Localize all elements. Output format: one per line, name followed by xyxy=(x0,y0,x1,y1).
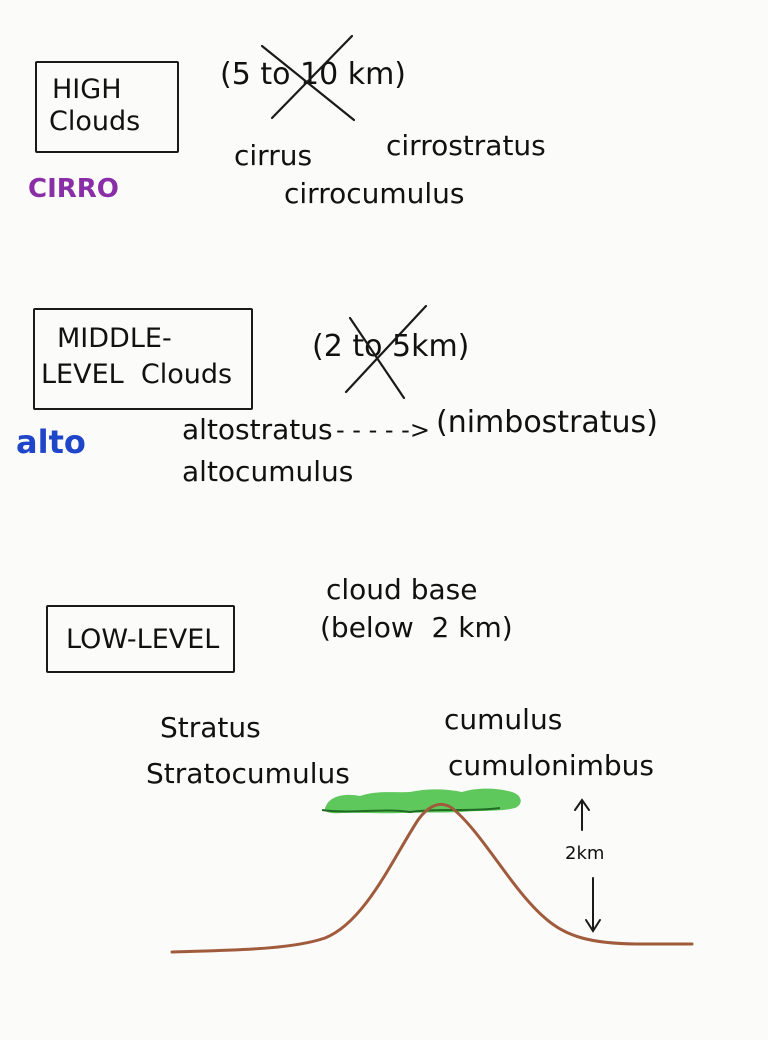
cloud-base-band xyxy=(321,788,521,814)
middle-range-cross xyxy=(344,304,428,400)
middle-clouds-label-line2: LEVEL Clouds xyxy=(41,359,233,390)
cloud-type-cirrus: cirrus xyxy=(234,139,313,172)
low-level-box: LOW-LEVEL xyxy=(46,605,235,673)
cloud-type-cirrocumulus: cirrocumulus xyxy=(284,177,465,210)
high-clouds-label-line2: Clouds xyxy=(49,106,141,137)
cirro-prefix: CIRRO xyxy=(28,174,119,204)
height-label: 2km xyxy=(565,843,605,864)
cloud-type-nimbostratus: (nimbostratus) xyxy=(436,405,658,440)
high-clouds-label-line1: HIGH xyxy=(52,74,122,105)
high-range-cross xyxy=(260,34,356,122)
height-arrow-down xyxy=(585,877,601,933)
low-level-label: LOW-LEVEL xyxy=(66,624,220,655)
middle-clouds-label-line1: MIDDLE- xyxy=(57,323,172,354)
high-clouds-box: HIGH Clouds xyxy=(35,61,179,153)
alto-prefix: alto xyxy=(16,423,86,461)
middle-clouds-range: (2 to 5km) xyxy=(312,329,470,364)
middle-clouds-box: MIDDLE- LEVEL Clouds xyxy=(33,308,253,410)
arrow-to-nimbostratus: - - - - -> xyxy=(336,416,430,444)
cloud-type-cumulonimbus: cumulonimbus xyxy=(448,749,654,782)
cloud-type-stratocumulus: Stratocumulus xyxy=(146,757,350,790)
cloud-type-altostratus: altostratus xyxy=(182,413,333,446)
cloud-type-stratus: Stratus xyxy=(160,711,261,744)
mountain-outline xyxy=(170,803,694,954)
cloud-base-note-line1: cloud base xyxy=(326,573,478,606)
cloud-type-cumulus: cumulus xyxy=(444,703,563,736)
cloud-type-cirrostratus: cirrostratus xyxy=(386,129,546,162)
height-arrow-up xyxy=(574,798,590,831)
cloud-base-note-line2: (below 2 km) xyxy=(320,611,513,644)
cloud-type-altocumulus: altocumulus xyxy=(182,455,354,488)
